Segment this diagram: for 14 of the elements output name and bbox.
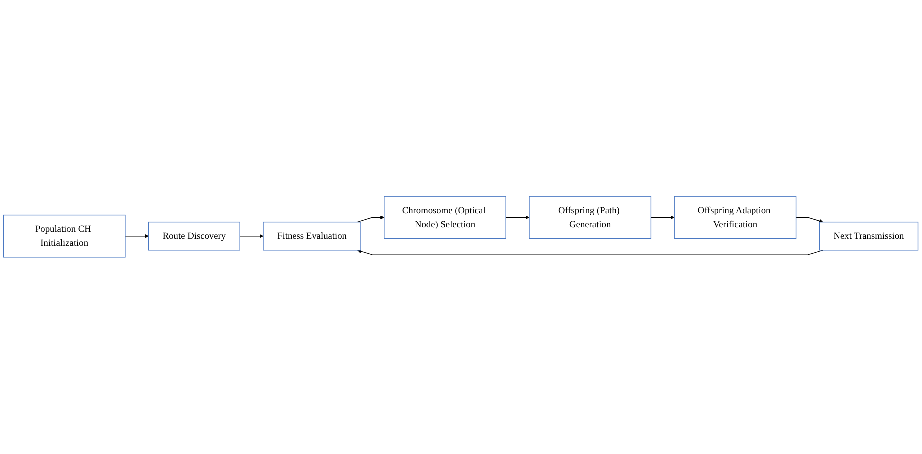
- arrow: [125, 234, 150, 238]
- arrow: [357, 216, 385, 223]
- node-box: Offspring Adaption Verification: [674, 196, 797, 240]
- node-box: Chromosome (Optical Node) Selection: [384, 196, 506, 240]
- arrow: [240, 234, 264, 238]
- node-box: Offspring (Path) Generation: [529, 196, 652, 240]
- node-box: Route Discovery: [148, 222, 240, 251]
- arrow: [357, 250, 824, 256]
- node-box: Population CH Initialization: [3, 214, 126, 258]
- arrow: [796, 217, 824, 224]
- node-box: Next Transmission: [819, 222, 919, 251]
- node-box: Fitness Evaluation: [263, 222, 362, 251]
- arrow: [650, 216, 675, 220]
- arrow: [506, 216, 530, 220]
